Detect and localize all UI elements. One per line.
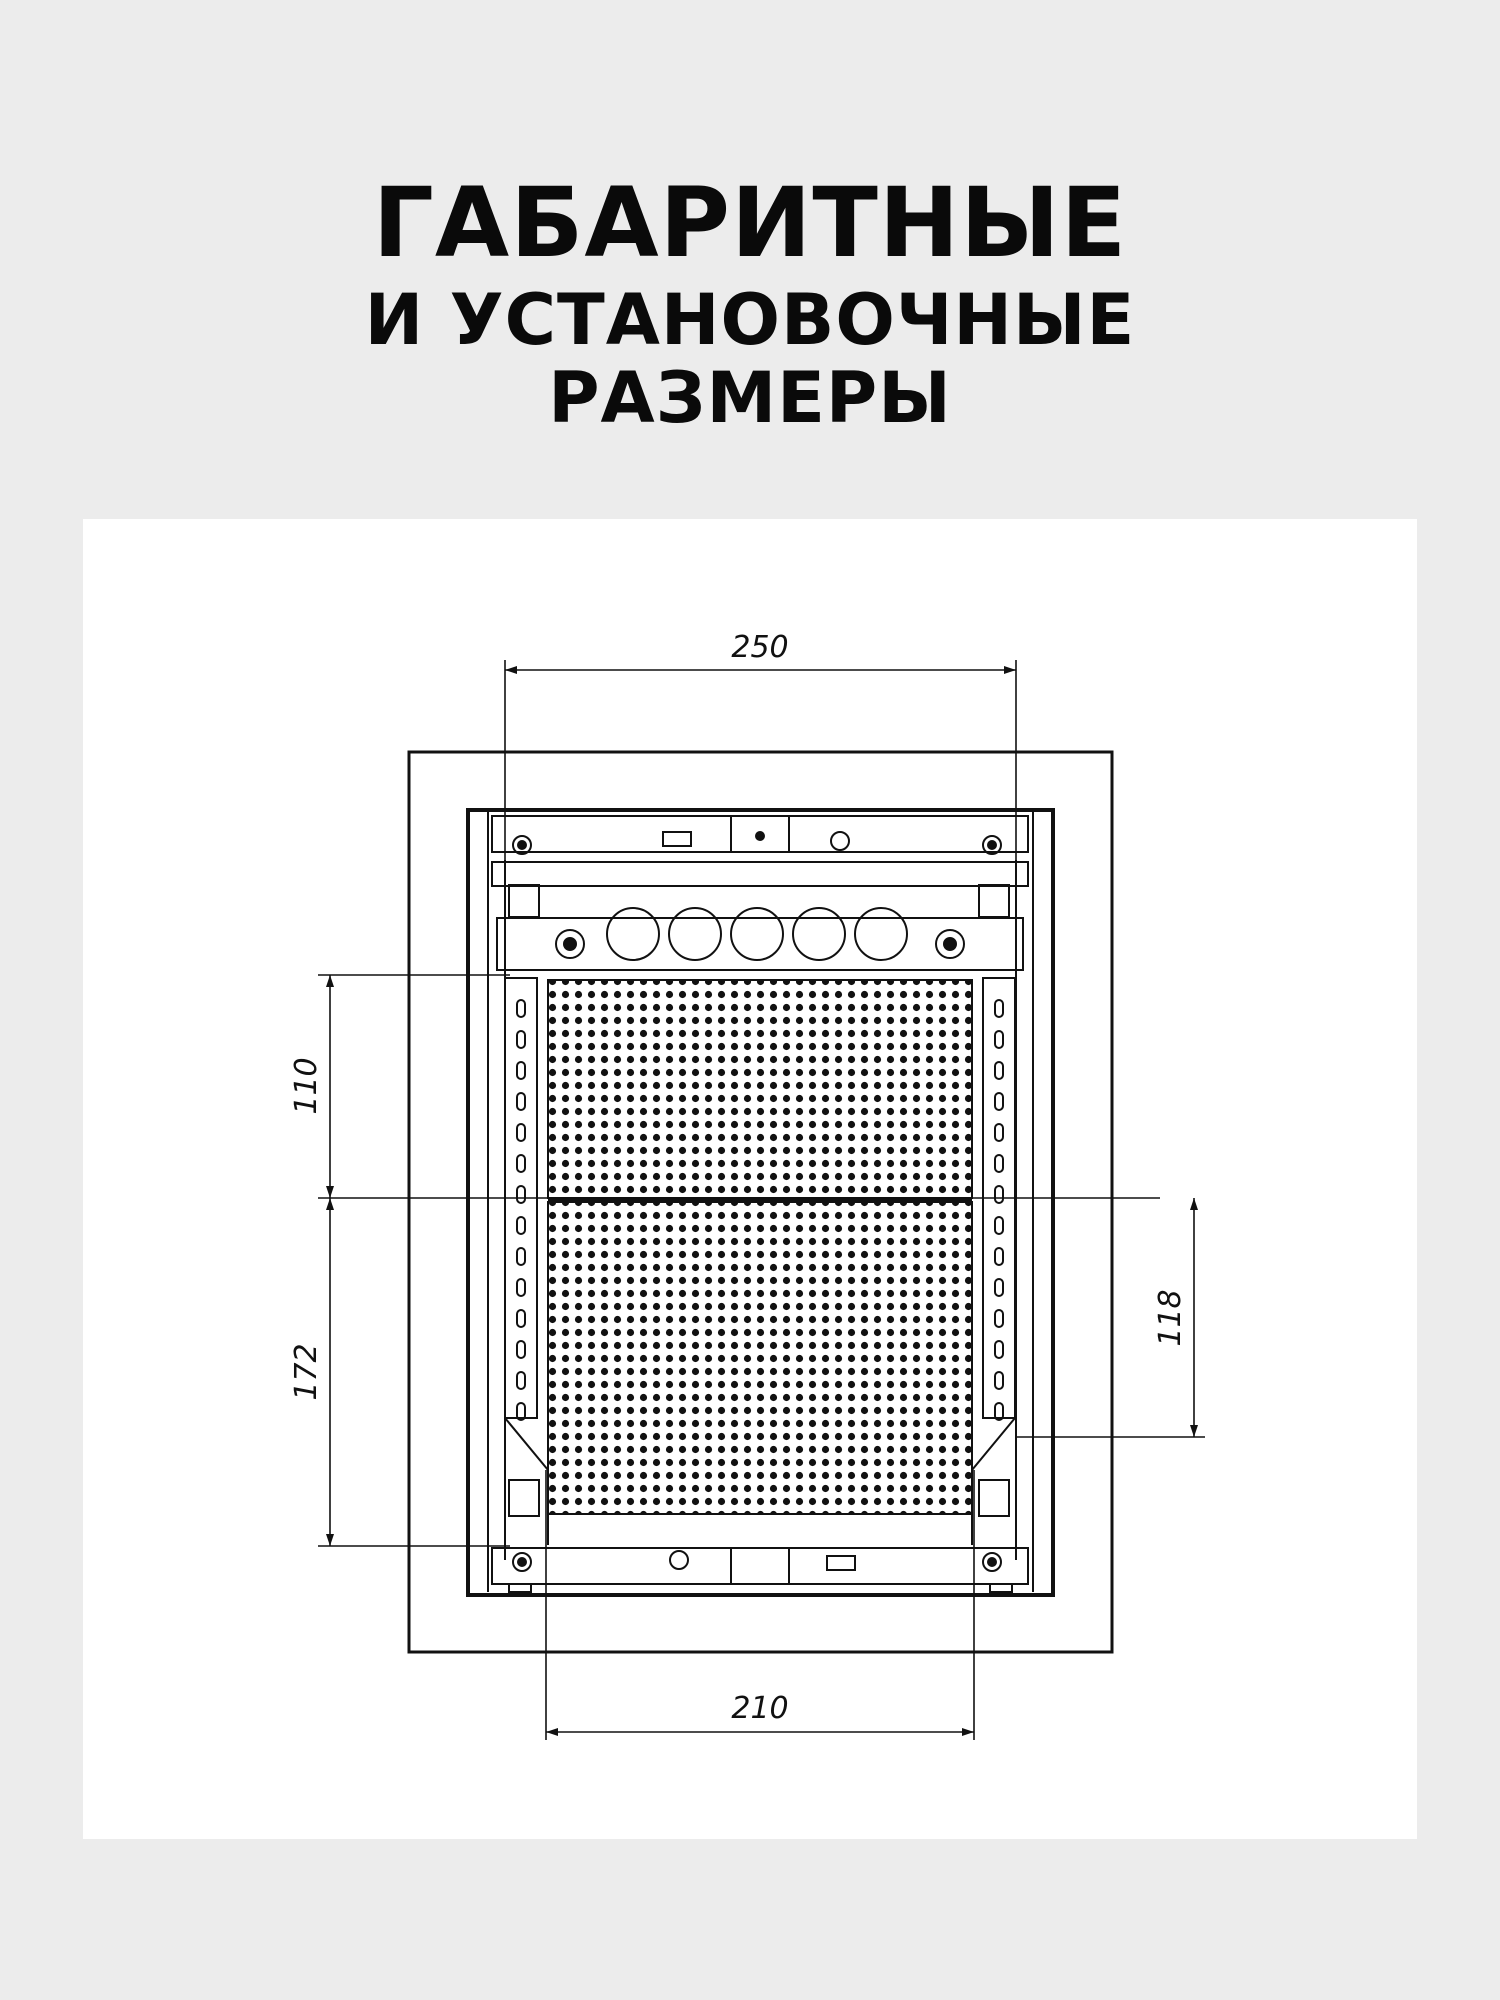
rail-slot (994, 1278, 1004, 1297)
rail-slot (516, 1309, 526, 1328)
perforated-panel-upper (547, 979, 973, 1199)
dim-left-lower: 172 (289, 1343, 324, 1400)
dim-right: 118 (1153, 1289, 1188, 1346)
rail-slot (994, 999, 1004, 1018)
rail-slot (994, 1123, 1004, 1142)
top-bar (491, 861, 1029, 887)
knockout-4 (792, 907, 846, 961)
knockout-2 (668, 907, 722, 961)
knockout-3 (730, 907, 784, 961)
rail-slot (516, 1030, 526, 1049)
knockout-5 (854, 907, 908, 961)
rail-slot (516, 1340, 526, 1359)
cable-entry-strip (496, 917, 1024, 971)
rail-slot (516, 1278, 526, 1297)
rail-slot (994, 1185, 1004, 1204)
bottom-strip (491, 1547, 1029, 1585)
title-line-3: РАЗМЕРЫ (548, 357, 952, 439)
dim-bottom-width: 210 (731, 1691, 788, 1726)
rail-slot (994, 1154, 1004, 1173)
rail-slot (994, 1216, 1004, 1235)
rail-slot (994, 1371, 1004, 1390)
rail-slot (994, 1092, 1004, 1111)
rail-slot (516, 999, 526, 1018)
rail-slot (516, 1371, 526, 1390)
rail-slot (994, 1309, 1004, 1328)
perforated-panel-lower (547, 1201, 973, 1515)
knockout-1 (606, 907, 660, 961)
rail-slot (516, 1402, 526, 1421)
rail-slot (994, 1247, 1004, 1266)
rail-slot (994, 1340, 1004, 1359)
dim-left-upper: 110 (289, 1057, 324, 1114)
rail-slot (516, 1092, 526, 1111)
top-strip (491, 815, 1029, 853)
technical-drawing: 250 210 110 172 118 (289, 630, 1205, 1740)
rail-slot (994, 1061, 1004, 1080)
drawing-panel: 250 210 110 172 118 (83, 519, 1417, 1839)
outer-frame (407, 750, 1114, 1654)
rail-slot (516, 1247, 526, 1266)
rail-slot (994, 1402, 1004, 1421)
inner-box (466, 808, 1055, 1597)
dim-top-width: 250 (731, 630, 788, 665)
rail-slot (516, 1123, 526, 1142)
rail-slot (516, 1061, 526, 1080)
rail-slot (994, 1030, 1004, 1049)
rail-slot (516, 1216, 526, 1235)
rail-slot (516, 1185, 526, 1204)
title-line-2: И УСТАНОВОЧНЫЕ (364, 279, 1136, 361)
title-line-1: ГАБАРИТНЫЕ (372, 167, 1128, 279)
rail-slot (516, 1154, 526, 1173)
